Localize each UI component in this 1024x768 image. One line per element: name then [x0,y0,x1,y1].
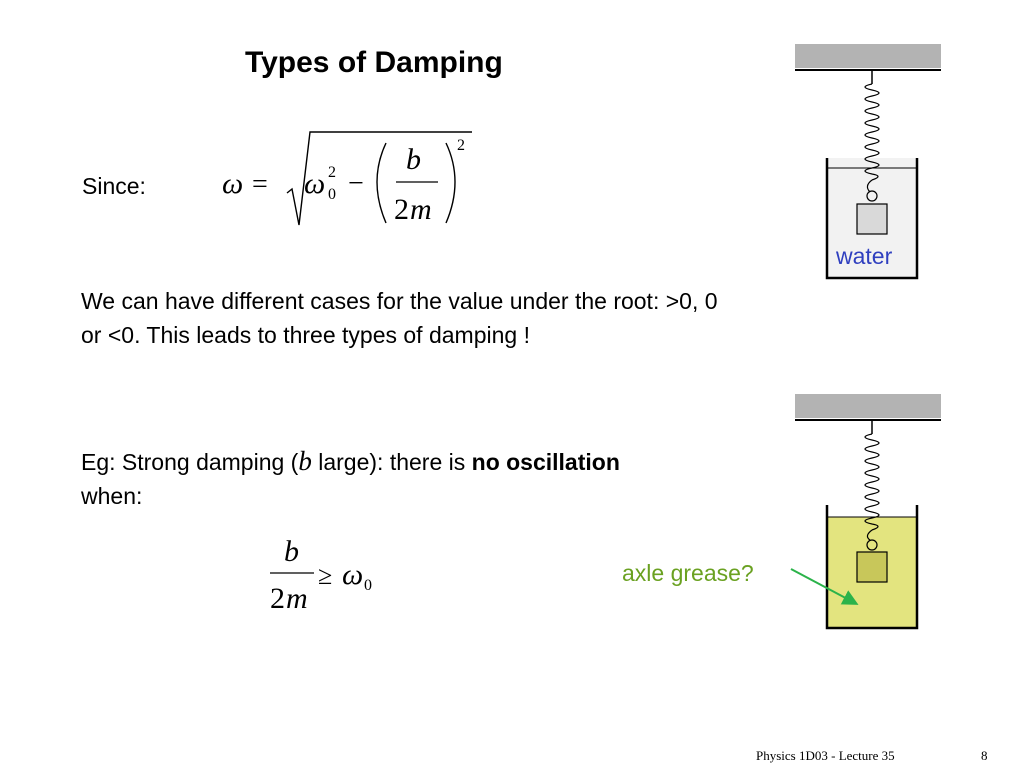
fraction-numerator: b [406,143,421,176]
slide-title: Types of Damping [245,46,503,79]
omega-formula: ω = ω 2 0 − b 2 m 2 [222,131,472,226]
grease-arrow [790,568,859,605]
ceiling-support [795,394,941,418]
mass-block [856,203,888,235]
water-label: water [835,243,893,269]
cond-den-coef: 2 [270,582,285,615]
example-suffix: when: [81,483,143,509]
fraction-den-var: m [410,193,432,226]
explanation-paragraph: We can have different cases for the valu… [81,288,718,348]
cond-omega: ω [342,558,363,591]
left-paren [376,142,387,224]
fraction-den-coef: 2 [394,193,409,226]
mass-ring [866,539,878,551]
footer-page-number: 8 [981,748,988,763]
spring-hook [866,179,873,193]
water-damping-diagram: water [795,44,941,280]
omega0-symbol: ω [304,167,325,200]
grease-annotation: axle grease? [622,560,859,605]
ceiling-support [795,44,941,68]
example-mid: large): there is [311,449,472,475]
mass-block [856,551,888,583]
example-prefix: Eg: Strong damping ( [81,449,299,475]
radical-sign [286,131,472,226]
omega-lhs: ω [222,167,243,200]
omega0-superscript: 2 [328,164,336,181]
omega0-subscript: 0 [328,186,336,203]
cond-den-var: m [286,582,308,615]
example-b: b [298,446,312,476]
spring-coil [864,83,880,181]
grease-label: axle grease? [622,560,754,586]
cond-numerator: b [284,535,299,568]
right-paren [445,142,456,224]
equals-sign: = [252,169,268,200]
grease-damping-diagram [795,394,941,630]
container-grease [825,505,919,630]
minus-sign: − [348,168,364,199]
geq-sign: ≥ [318,561,332,590]
spring-hook [866,529,873,541]
since-label: Since: [82,173,146,199]
example-bold: no oscillation [471,449,620,475]
mass-ring [866,190,878,202]
spring-coil [864,433,880,531]
example-text: Eg: Strong damping (b large): there is n… [81,444,641,513]
damping-condition-formula: b 2 m ≥ ω 0 [270,535,372,615]
footer-course: Physics 1D03 - Lecture 35 [756,748,895,763]
outer-superscript: 2 [457,137,465,154]
cond-omega-subscript: 0 [364,577,372,594]
